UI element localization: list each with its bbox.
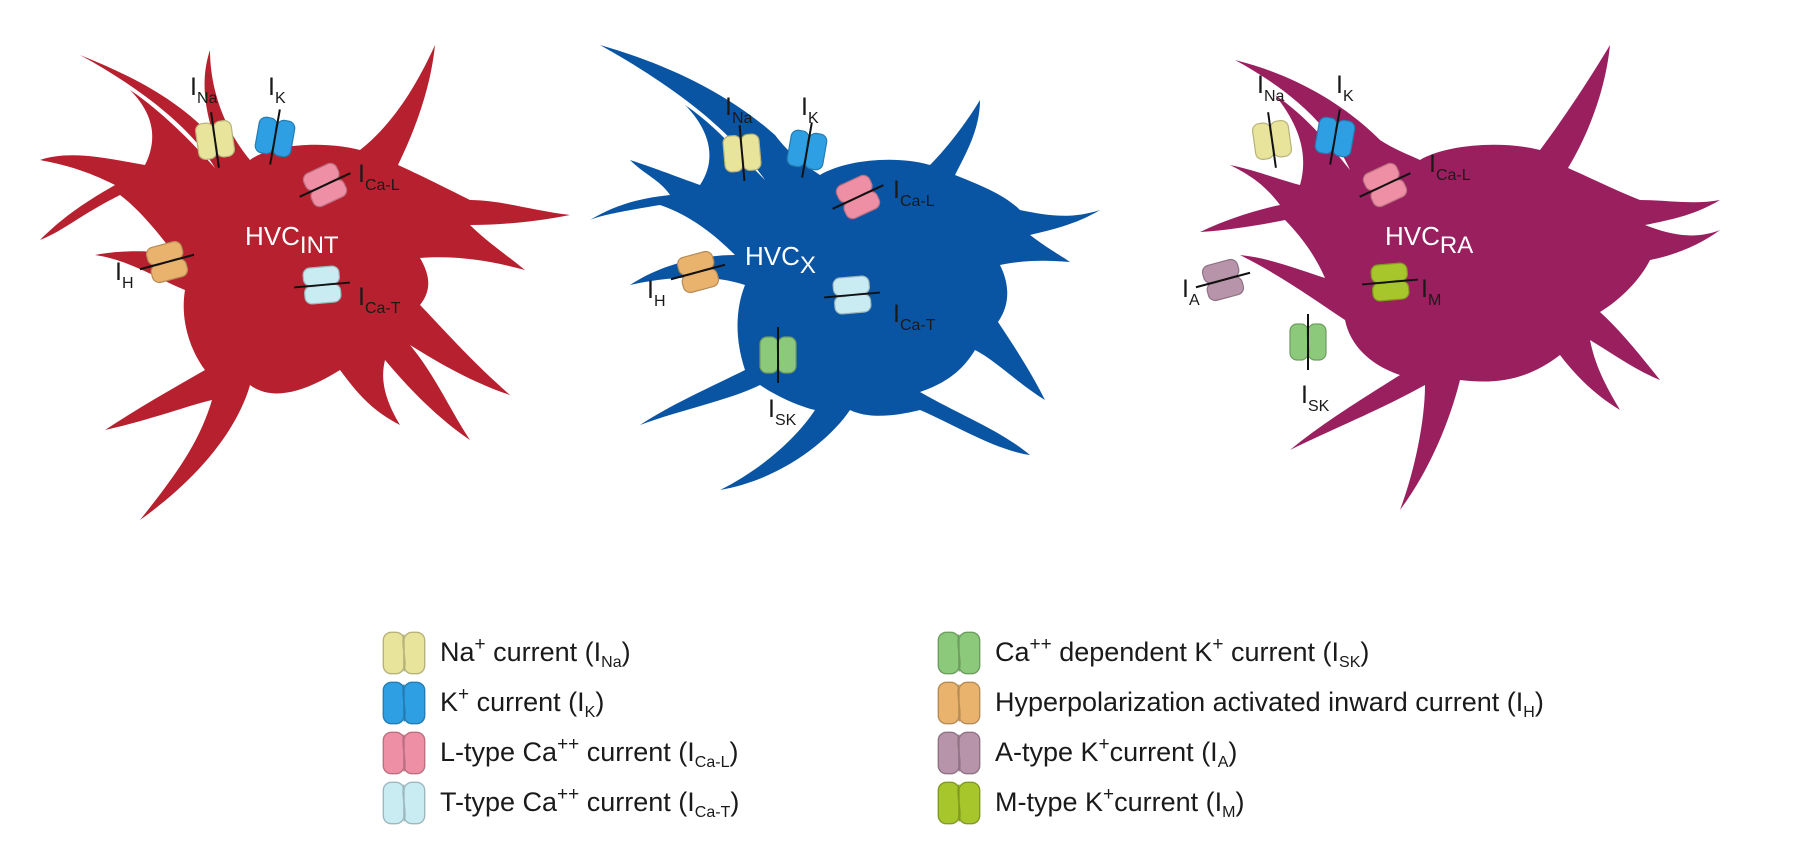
legend-channel-icon — [382, 781, 426, 825]
channel-hvc_x-k — [786, 122, 828, 178]
channel-label-hvc_int-na: INa — [190, 73, 218, 107]
channel-line-ca_t — [294, 281, 350, 289]
neuron-hvc-ra-name: HVCRA — [1385, 221, 1473, 259]
channel-label-hvc_ra-sk: ISK — [1301, 381, 1330, 415]
legend-channel-icon — [382, 731, 426, 775]
legend-channel-shape — [937, 681, 981, 725]
legend-channel-shape — [382, 631, 426, 675]
channel-hvc_x-na — [722, 125, 762, 181]
channel-line-na — [1267, 112, 1277, 168]
legend-channel-icon — [382, 631, 426, 675]
neuron-hvc-int: HVCINT INa IK ICa-L IH ICa-T — [40, 45, 570, 520]
channel-label-hvc_int-k: IK — [268, 73, 286, 107]
channel-hvc_ra-m — [1362, 262, 1418, 302]
legend-item-label: T-type Ca++ current (ICa-T) — [440, 784, 740, 821]
legend-item-label: K+ current (IK) — [440, 684, 605, 721]
channels-hvc-x: INa IK ICa-L IH ICa-T ISK — [647, 93, 936, 429]
legend-channel-shape — [382, 681, 426, 725]
legend-channel-shape — [937, 631, 981, 675]
channel-hvc_int-k — [254, 109, 296, 165]
channels-hvc-ra: INa IK ICa-L IA IM ISK — [1182, 71, 1471, 415]
legend-channel-icon — [937, 631, 981, 675]
neuron-hvc-x-body — [590, 45, 1100, 490]
channel-hvc_int-ca_l — [299, 162, 351, 208]
channel-hvc_ra-k — [1314, 109, 1356, 165]
channel-label-hvc_ra-k: IK — [1336, 71, 1354, 105]
channel-hvc_x-ca_t — [824, 275, 880, 315]
channel-hvc_ra-ca_l — [1359, 162, 1411, 208]
legend-item-label: Na+ current (INa) — [440, 634, 631, 671]
channel-line-ca_l — [1359, 172, 1411, 198]
channel-hvc_ra-sk — [1289, 314, 1327, 370]
channel-hvc_ra-na — [1251, 112, 1293, 168]
channel-label-hvc_x-ca_l: ICa-L — [893, 176, 935, 210]
channel-line-ca_l — [299, 172, 351, 198]
legend-channel-shape — [382, 781, 426, 825]
neuron-hvc-x: HVCX INa IK ICa-L IH ICa-T ISK — [590, 45, 1100, 490]
legend-channel-icon — [937, 681, 981, 725]
channel-hvc_x-ca_l — [832, 174, 884, 220]
channel-line-k — [801, 122, 813, 178]
channels-hvc-int: INa IK ICa-L IH ICa-T — [115, 73, 401, 317]
legend-channel-shape — [937, 781, 981, 825]
channel-line-k — [1329, 109, 1341, 165]
channel-label-hvc_ra-m: IM — [1421, 275, 1441, 309]
channel-label-hvc_int-ca_l: ICa-L — [358, 160, 400, 194]
channel-icon-na — [1251, 119, 1293, 161]
legend-item-label: Ca++ dependent K+ current (ISK) — [995, 634, 1370, 671]
legend-item-label: A-type K+current (IA) — [995, 734, 1238, 771]
channel-label-hvc_ra-na: INa — [1257, 71, 1285, 105]
neuron-hvc-ra: HVCRA INa IK ICa-L IA IM ISK — [1182, 45, 1720, 510]
channel-label-hvc_int-ca_t: ICa-T — [358, 283, 401, 317]
channel-icon-ca_t — [832, 275, 872, 315]
channel-line-h — [139, 253, 195, 271]
legend-channel-icon — [937, 781, 981, 825]
legend-item-label: M-type K+current (IM) — [995, 784, 1245, 821]
legend-channel-icon — [382, 681, 426, 725]
channel-line-na — [738, 125, 746, 181]
channel-icon-k — [254, 116, 296, 158]
channel-line-k — [269, 109, 281, 165]
channel-hvc_ra-a — [1195, 258, 1251, 302]
channel-label-hvc_x-sk: ISK — [768, 395, 797, 429]
channel-hvc_int-ca_t — [294, 265, 350, 305]
channel-icon-k — [1314, 116, 1356, 158]
channel-line-ca_l — [832, 184, 884, 210]
channel-line-na — [210, 112, 220, 168]
channel-label-hvc_x-ca_t: ICa-T — [893, 300, 936, 334]
channel-label-hvc_x-k: IK — [801, 93, 819, 127]
channel-line-m — [1362, 278, 1418, 286]
legend-channel-shape — [937, 731, 981, 775]
neuron-hvc-x-name: HVCX — [745, 241, 816, 279]
legend-item-label: L-type Ca++ current (ICa-L) — [440, 734, 739, 771]
channel-hvc_x-sk — [759, 327, 797, 383]
channel-label-hvc_ra-ca_l: ICa-L — [1429, 150, 1471, 184]
channel-label-hvc_x-h: IH — [647, 276, 666, 310]
channel-hvc_int-h — [139, 240, 195, 284]
channel-label-hvc_x-na: INa — [725, 93, 753, 127]
channel-line-a — [1195, 271, 1251, 289]
neuron-hvc-int-name: HVCINT — [245, 221, 339, 259]
channel-icon-m — [1370, 262, 1410, 302]
legend-channel-shape — [382, 731, 426, 775]
channel-hvc_int-na — [194, 112, 236, 168]
channel-line-h — [670, 263, 726, 281]
legend-channel-icon — [937, 731, 981, 775]
channel-hvc_x-h — [670, 250, 726, 294]
neuron-hvc-ra-body — [1200, 45, 1720, 510]
channel-label-hvc_int-h: IH — [115, 258, 134, 292]
legend-item-label: Hyperpolarization activated inward curre… — [995, 687, 1544, 721]
channel-line-ca_t — [824, 291, 880, 299]
channel-icon-ca_t — [302, 265, 342, 305]
channel-label-hvc_ra-a: IA — [1182, 275, 1200, 309]
